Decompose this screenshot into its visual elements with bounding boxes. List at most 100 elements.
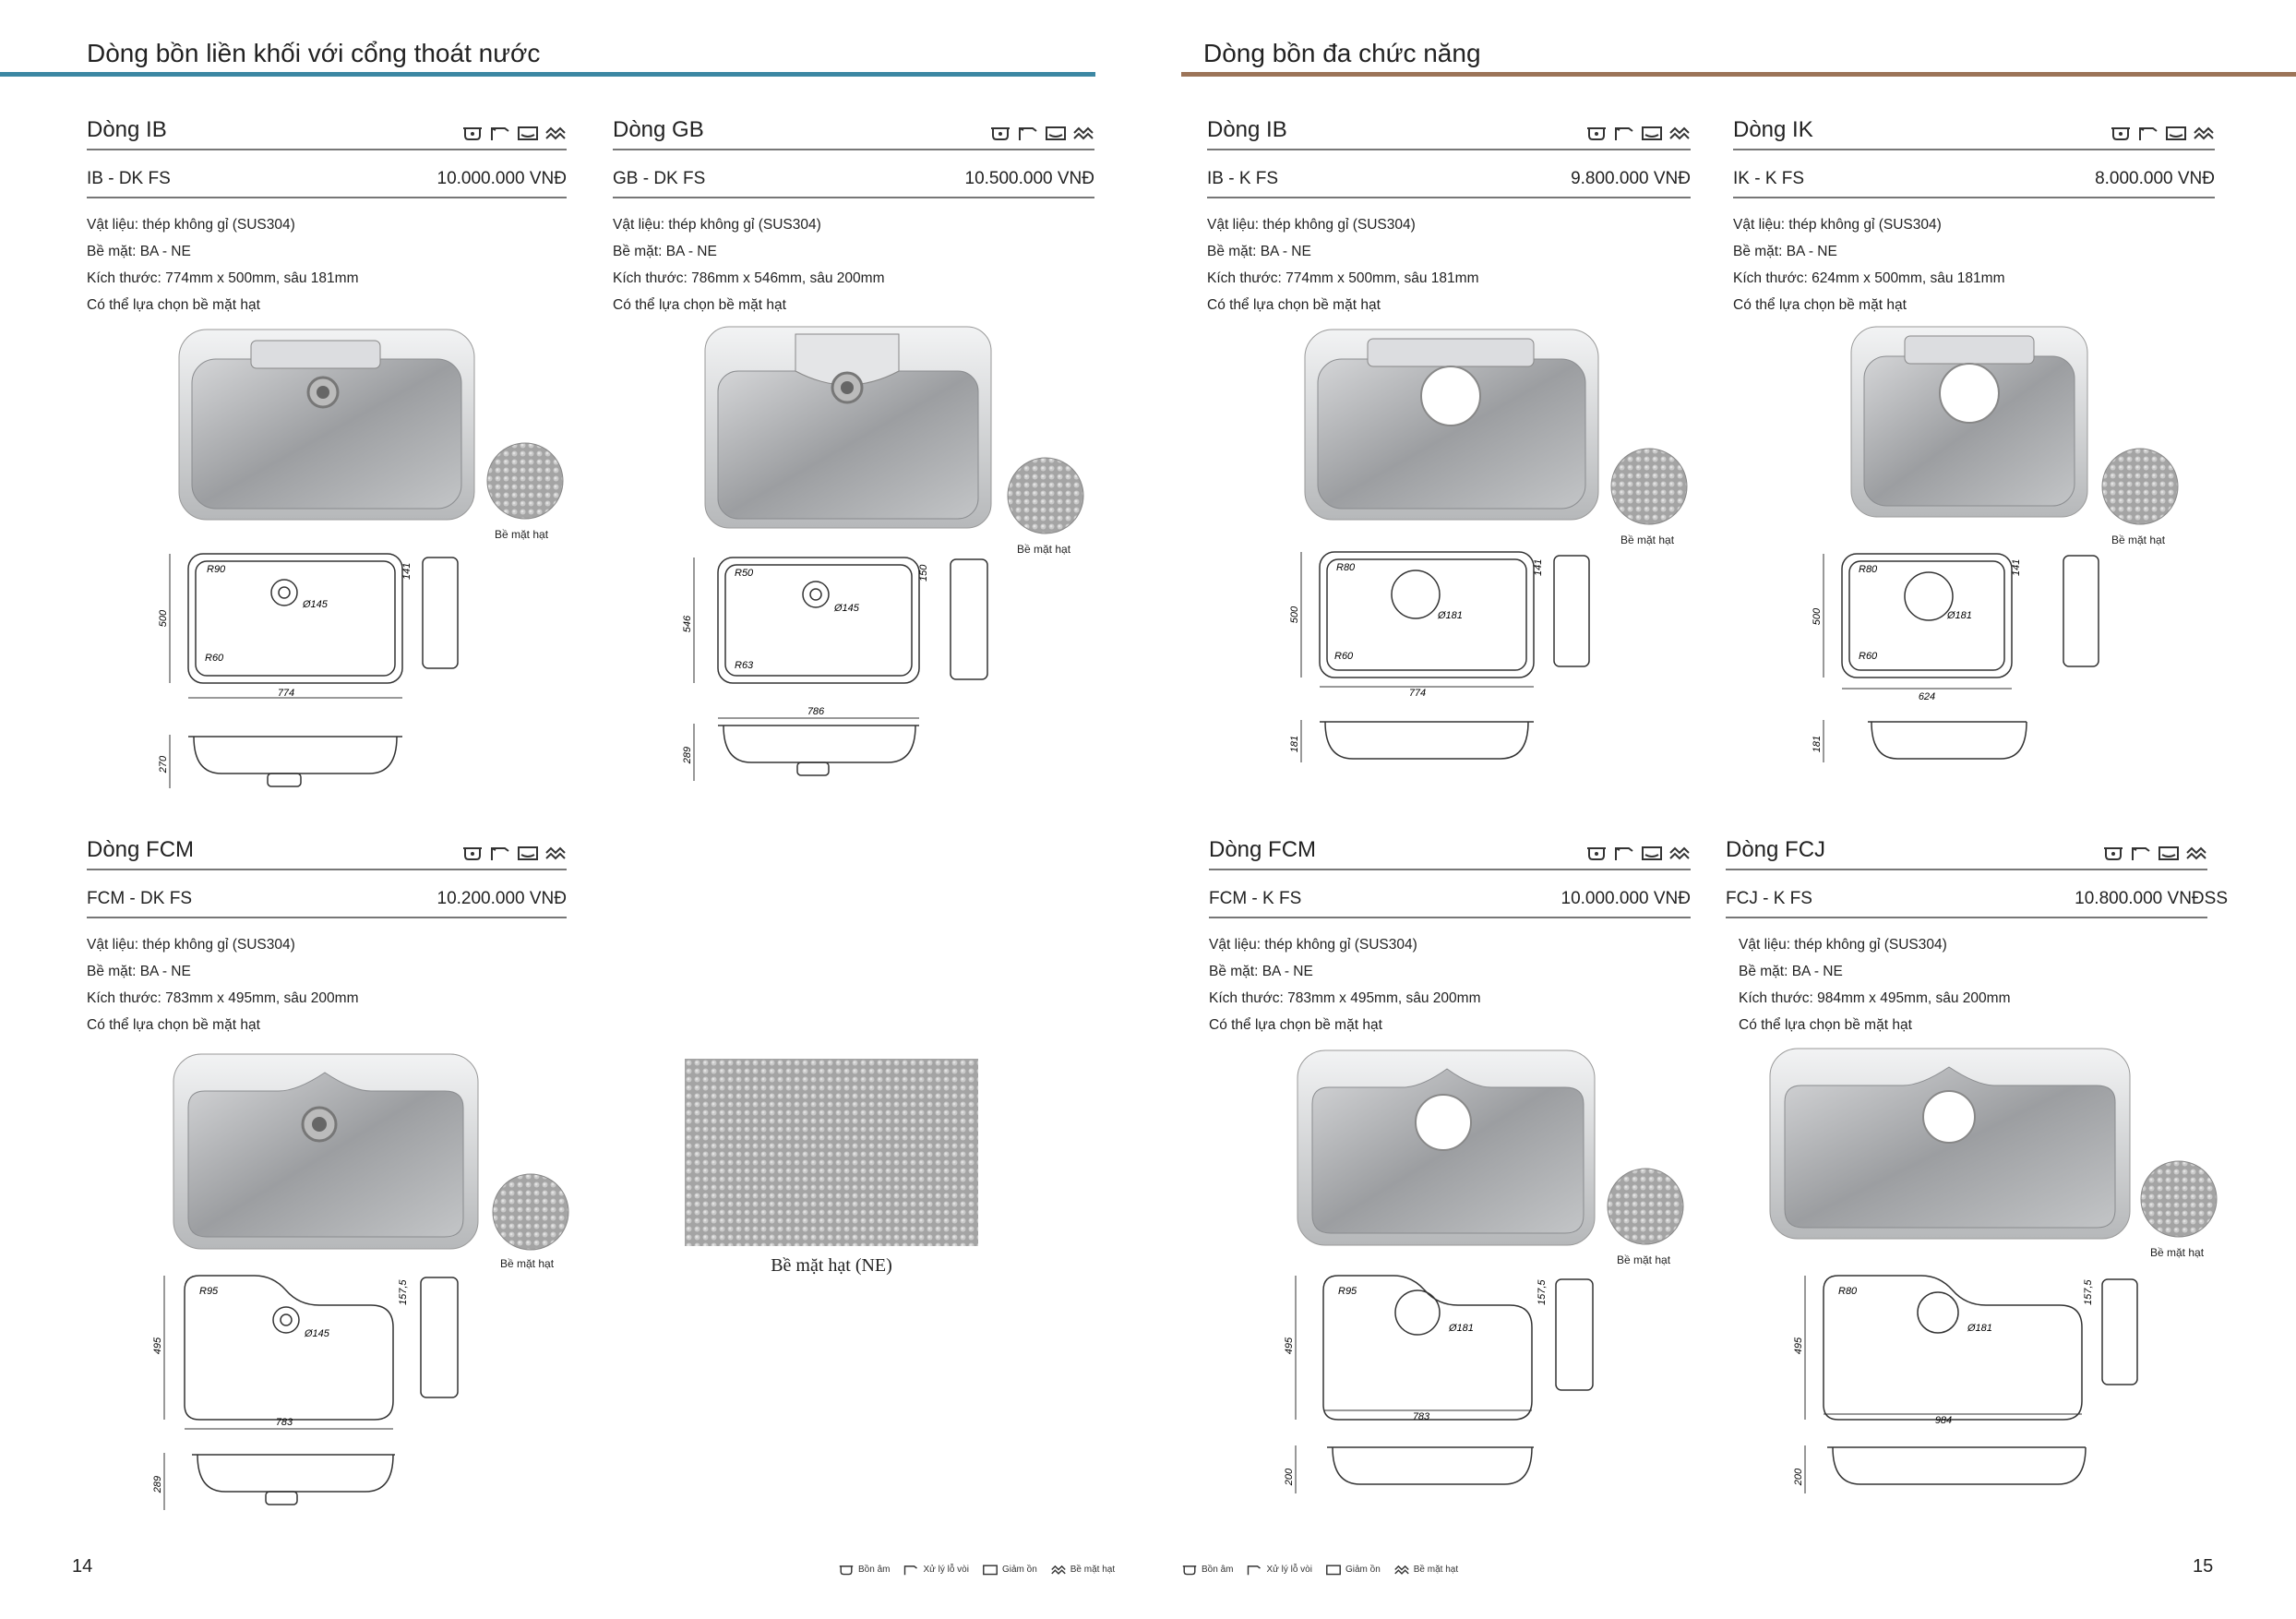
product-model: FCM - K FS: [1209, 889, 1302, 908]
texture-label: Bề mặt hạt: [500, 1257, 555, 1270]
grain-surface-icon: [1669, 846, 1690, 860]
grain-surface-icon: [1394, 1565, 1409, 1575]
sink-image: [1850, 326, 2088, 518]
spec-material: Vật liệu: thép không gỉ (SUS304): [1739, 937, 1947, 953]
dimension-side: 157,5: [2083, 1279, 2094, 1305]
dimension-width: 783: [1413, 1411, 1430, 1422]
legend-label: Bồn âm: [858, 1565, 891, 1575]
dimension-radius: R50: [735, 568, 754, 579]
undermount-icon: [991, 127, 1010, 140]
sink-image: [1769, 1048, 2131, 1240]
product-card: Dòng GB GB - DK FS 10.500.000 VNĐ Vật li…: [613, 97, 1094, 318]
dimension-depth: 270: [158, 755, 169, 774]
texture-label: Bề mặt hạt: [1620, 534, 1675, 546]
sink-image: [704, 326, 992, 529]
faucet-hole-icon: [491, 847, 509, 860]
feature-legend-left: Bồn âm Xử lý lỗ vòi Giảm ồn Bề mặt hạt: [838, 1564, 1115, 1576]
section-title-left: Dòng bồn liền khối với cổng thoát nước: [87, 39, 541, 67]
spec-size: Kích thước: 624mm x 500mm, sâu 181mm: [1733, 270, 2005, 286]
feature-icons: [461, 125, 567, 141]
dimension-height: 495: [1284, 1337, 1295, 1354]
noise-reduction-icon: [2166, 126, 2186, 140]
legend-label: Bề mặt hạt: [1070, 1565, 1116, 1575]
product-card: Dòng IB IB - K FS 9.800.000 VNĐ Vật liệu…: [1207, 97, 1691, 318]
dimension-depth: 181: [1812, 736, 1823, 752]
product-card: Dòng FCJ FCJ - K FS 10.800.000 VNĐSS Vật…: [1726, 817, 2235, 1038]
dimension-radius-2: R60: [1334, 651, 1354, 662]
noise-reduction-icon: [983, 1565, 998, 1576]
sink-image: [1304, 329, 1599, 521]
grain-surface-icon: [2186, 846, 2206, 860]
feature-icons: [1585, 125, 1691, 141]
dimension-width: 624: [1919, 691, 1935, 702]
texture-swatch: [2140, 1160, 2218, 1238]
spec-surface: Bề mặt: BA - NE: [613, 244, 717, 259]
product-price: 10.000.000 VNĐ: [436, 169, 568, 188]
dimension-hole: Ø145: [304, 1328, 330, 1339]
dimension-height: 500: [1289, 606, 1300, 623]
spec-option: Có thể lựa chọn bề mặt hạt: [1733, 297, 1907, 313]
product-name: Dòng IB: [87, 117, 167, 142]
legend-label: Bồn âm: [1202, 1565, 1234, 1575]
spec-size: Kích thước: 783mm x 495mm, sâu 200mm: [1209, 990, 1481, 1006]
spec-size: Kích thước: 774mm x 500mm, sâu 181mm: [87, 270, 359, 286]
dimension-radius: R80: [1859, 564, 1878, 575]
dimension-radius: R95: [1338, 1286, 1357, 1297]
surface-sample-label: Bề mặt hạt (NE): [771, 1255, 892, 1276]
undermount-icon: [1587, 847, 1606, 860]
dimension-side: 141: [2011, 559, 2022, 576]
grain-surface-icon: [1669, 126, 1690, 140]
faucet-hole-icon: [1615, 127, 1633, 140]
product-card: Dòng IB IB - DK FS 10.000.000 VNĐ Vật li…: [87, 97, 567, 318]
texture-swatch: [492, 1173, 569, 1251]
product-name: Dòng IK: [1733, 117, 1813, 142]
section-divider-left: [0, 72, 1095, 77]
spec-surface: Bề mặt: BA - NE: [87, 244, 191, 259]
spec-material: Vật liệu: thép không gỉ (SUS304): [1733, 217, 1942, 233]
product-name: Dòng FCM: [1209, 837, 1317, 862]
grain-surface-icon: [2194, 126, 2214, 140]
undermount-icon: [2104, 847, 2123, 860]
technical-drawing: 624 500 R80 R60 Ø181 141 181: [1812, 553, 2099, 762]
dimension-width: 774: [278, 688, 294, 699]
spec-material: Vật liệu: thép không gỉ (SUS304): [87, 937, 295, 953]
undermount-icon: [1587, 127, 1606, 140]
spec-option: Có thể lựa chọn bề mặt hạt: [87, 1017, 260, 1033]
legend-label: Giảm ồn: [1001, 1565, 1037, 1575]
texture-label: Bề mặt hạt: [2150, 1246, 2205, 1259]
dimension-radius-2: R60: [1859, 651, 1878, 662]
dimension-width: 783: [276, 1417, 293, 1428]
grain-surface-icon: [545, 126, 566, 140]
spec-size: Kích thước: 984mm x 495mm, sâu 200mm: [1739, 990, 2011, 1006]
page-number-right: 15: [2193, 1556, 2214, 1577]
faucet-hole-icon: [2132, 847, 2150, 860]
dimension-height: 500: [1812, 607, 1823, 625]
product-model: FCM - DK FS: [87, 889, 192, 908]
product-price: 10.000.000 VNĐ: [1561, 889, 1692, 908]
dimension-depth: 200: [1284, 1468, 1295, 1486]
faucet-hole-icon: [904, 1565, 918, 1576]
dimension-radius: R80: [1336, 562, 1356, 573]
product-model: FCJ - K FS: [1726, 889, 1812, 908]
noise-reduction-icon: [518, 846, 538, 860]
spec-surface: Bề mặt: BA - NE: [1209, 964, 1313, 979]
dimension-depth: 289: [682, 747, 693, 764]
dimension-height: 546: [682, 615, 693, 632]
spec-material: Vật liệu: thép không gỉ (SUS304): [613, 217, 821, 233]
product-model: IB - K FS: [1207, 169, 1279, 188]
product-name: Dòng GB: [613, 117, 704, 142]
dimension-side: 157,5: [398, 1279, 409, 1305]
feature-legend-right: Bồn âm Xử lý lỗ vòi Giảm ồn Bề mặt hạt: [1181, 1564, 1458, 1576]
noise-reduction-icon: [1642, 126, 1662, 140]
noise-reduction-icon: [1642, 846, 1662, 860]
undermount-icon: [839, 1565, 854, 1576]
dimension-depth: 200: [1793, 1468, 1804, 1486]
legend-label: Xử lý lỗ vòi: [1266, 1565, 1312, 1575]
noise-reduction-icon: [1046, 126, 1066, 140]
page-number-left: 14: [72, 1556, 93, 1577]
spec-material: Vật liệu: thép không gỉ (SUS304): [1209, 937, 1417, 953]
technical-drawing: 774 500 R90 R60 Ø145 141 270: [158, 553, 459, 788]
product-name: Dòng IB: [1207, 117, 1287, 142]
dimension-radius: R80: [1838, 1286, 1858, 1297]
legend-label: Giảm ồn: [1345, 1565, 1381, 1575]
